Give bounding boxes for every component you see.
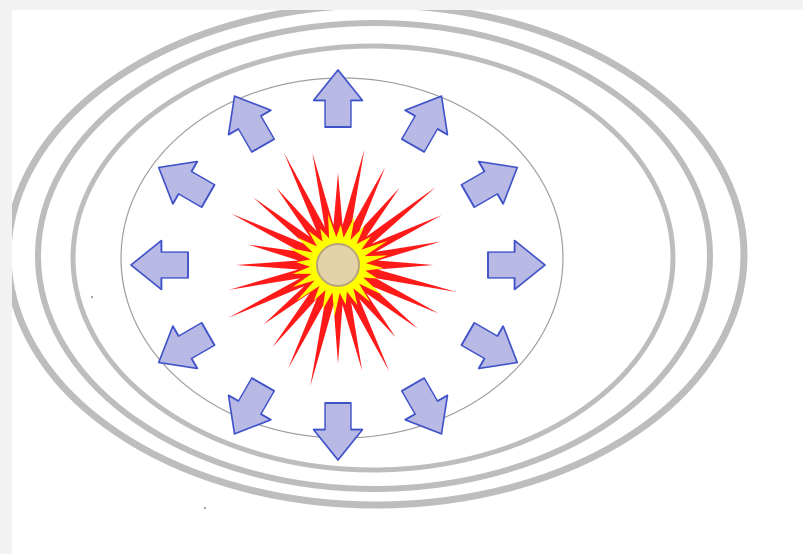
outward-arrow-icon [314, 403, 363, 460]
outward-arrow-icon [146, 146, 220, 217]
outward-arrow-icon [392, 84, 463, 158]
core-circle-icon [317, 244, 359, 286]
outward-arrow-icon [392, 372, 463, 446]
explosion-diagram [12, 10, 803, 554]
outward-arrow-icon [213, 372, 284, 446]
outward-arrow-icon [131, 241, 188, 290]
speck-mark [91, 296, 93, 298]
speck-mark [204, 507, 206, 509]
diagram-canvas [12, 10, 803, 554]
outward-arrow-icon [456, 146, 530, 217]
outward-arrow-icon [488, 241, 545, 290]
outward-arrow-icon [146, 313, 220, 384]
outward-arrow-icon [456, 313, 530, 384]
